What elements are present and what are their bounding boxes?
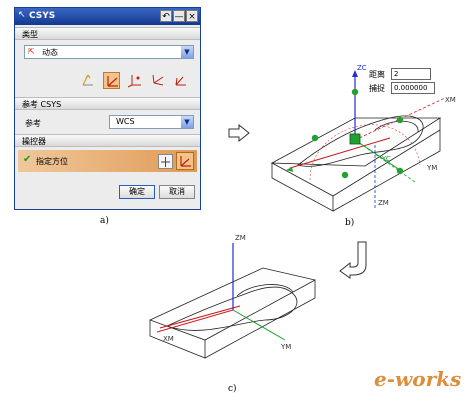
inferred-csys-button[interactable] <box>79 72 96 89</box>
axis-label-zm: ZM <box>378 199 389 207</box>
caption-c: c) <box>228 384 237 394</box>
collapse-icon: ︿ <box>22 29 30 38</box>
red-toolpath <box>159 305 241 329</box>
reference-select[interactable]: WCS ▼ <box>109 115 194 129</box>
rotate-handle-z <box>351 88 359 96</box>
collapse-icon: ︿ <box>22 136 30 145</box>
x-axis-csys-button[interactable] <box>149 72 166 89</box>
rotate-handle-x <box>311 134 319 142</box>
dialog-title: CSYS <box>29 11 56 21</box>
ok-button[interactable]: 确定 <box>119 185 155 199</box>
manipulator-section-label: 操控器 <box>22 137 46 146</box>
axis-label-zc: ZC <box>357 64 367 72</box>
reference-field-label: 参考 <box>25 119 41 128</box>
csys-dialog: ↖ CSYS ↶ — × 类型 ︿ ⇱ 动态 ▼ 参考 CSYS ︿ 参考 WC… <box>14 7 201 210</box>
dynamic-csys-icon: ⇱ <box>28 47 35 56</box>
check-icon: ✔ <box>23 154 32 165</box>
dynamic-csys-button[interactable] <box>103 72 120 89</box>
xm-axis <box>156 309 234 333</box>
xm-axis <box>354 97 446 141</box>
origin-handle <box>349 133 361 145</box>
minimize-icon[interactable]: — <box>173 10 185 22</box>
ym-axis <box>354 139 416 183</box>
reference-section-header[interactable]: 参考 CSYS ︿ <box>15 97 200 110</box>
type-section-header[interactable]: 类型 ︿ <box>15 27 200 40</box>
ym-axis <box>232 309 286 341</box>
axis-label-ym: YM <box>280 343 291 351</box>
snap-input[interactable]: 0.000000 <box>391 82 435 94</box>
cancel-button[interactable]: 取消 <box>159 185 195 199</box>
pocket-outline <box>165 284 298 331</box>
axis-label-xm: XM <box>163 335 174 343</box>
panel-b-viewport[interactable]: ZC XM YC YM ZM <box>270 60 465 220</box>
rotate-handle-y <box>396 116 404 124</box>
dynamic-input-box: 距离 2 捕捉 0.000000 <box>367 67 435 95</box>
part-block <box>270 117 442 212</box>
x-arrow-icon <box>286 167 293 172</box>
distance-input[interactable]: 2 <box>391 68 431 80</box>
return-arrow-icon <box>339 241 367 279</box>
reference-section-label: 参考 CSYS <box>22 100 62 109</box>
axis-label-xm: XM <box>445 96 456 104</box>
reset-icon[interactable]: ↶ <box>160 10 172 22</box>
specify-orientation-label: 指定方位 <box>36 157 68 166</box>
type-select[interactable]: ⇱ 动态 ▼ <box>24 45 194 59</box>
yc-axis <box>354 139 401 171</box>
close-icon[interactable]: × <box>186 10 198 22</box>
dialog-app-icon: ↖ <box>18 10 26 20</box>
e-works-logo: e-works <box>374 367 462 391</box>
rotation-arc <box>309 124 421 181</box>
move-handle-y <box>396 167 404 175</box>
reference-select-value: WCS <box>116 117 135 126</box>
axis-label-yc: YC <box>381 155 391 163</box>
red-toolpath <box>289 137 391 169</box>
dialog-titlebar[interactable]: ↖ CSYS ↶ — × <box>15 8 200 25</box>
specify-orientation-row[interactable]: ✔ 指定方位 <box>18 150 197 172</box>
caption-a: a) <box>100 216 109 226</box>
origin-axis-csys-button[interactable] <box>126 72 143 89</box>
point-dialog-button[interactable] <box>158 154 173 169</box>
caption-b: b) <box>345 218 355 228</box>
axis-label-ym: YM <box>426 164 437 172</box>
distance-label: 距离 <box>369 70 385 79</box>
chevron-down-icon: ▼ <box>181 46 193 58</box>
type-section-label: 类型 <box>22 30 38 39</box>
axis-label-zm: ZM <box>235 234 246 242</box>
csys-orientation-button[interactable] <box>176 152 194 170</box>
zc-arrow-icon <box>352 70 358 77</box>
panel-c-viewport[interactable]: ZM XM YM <box>145 228 335 378</box>
snap-label: 捕捉 <box>369 84 385 93</box>
absolute-csys-button[interactable] <box>172 72 189 89</box>
type-select-value: 动态 <box>42 48 58 57</box>
collapse-icon: ︿ <box>22 99 30 108</box>
chevron-down-icon: ▼ <box>181 116 193 128</box>
move-handle-x <box>341 171 349 179</box>
manipulator-section-header[interactable]: 操控器 ︿ <box>15 134 200 147</box>
right-arrow-icon <box>228 124 250 142</box>
